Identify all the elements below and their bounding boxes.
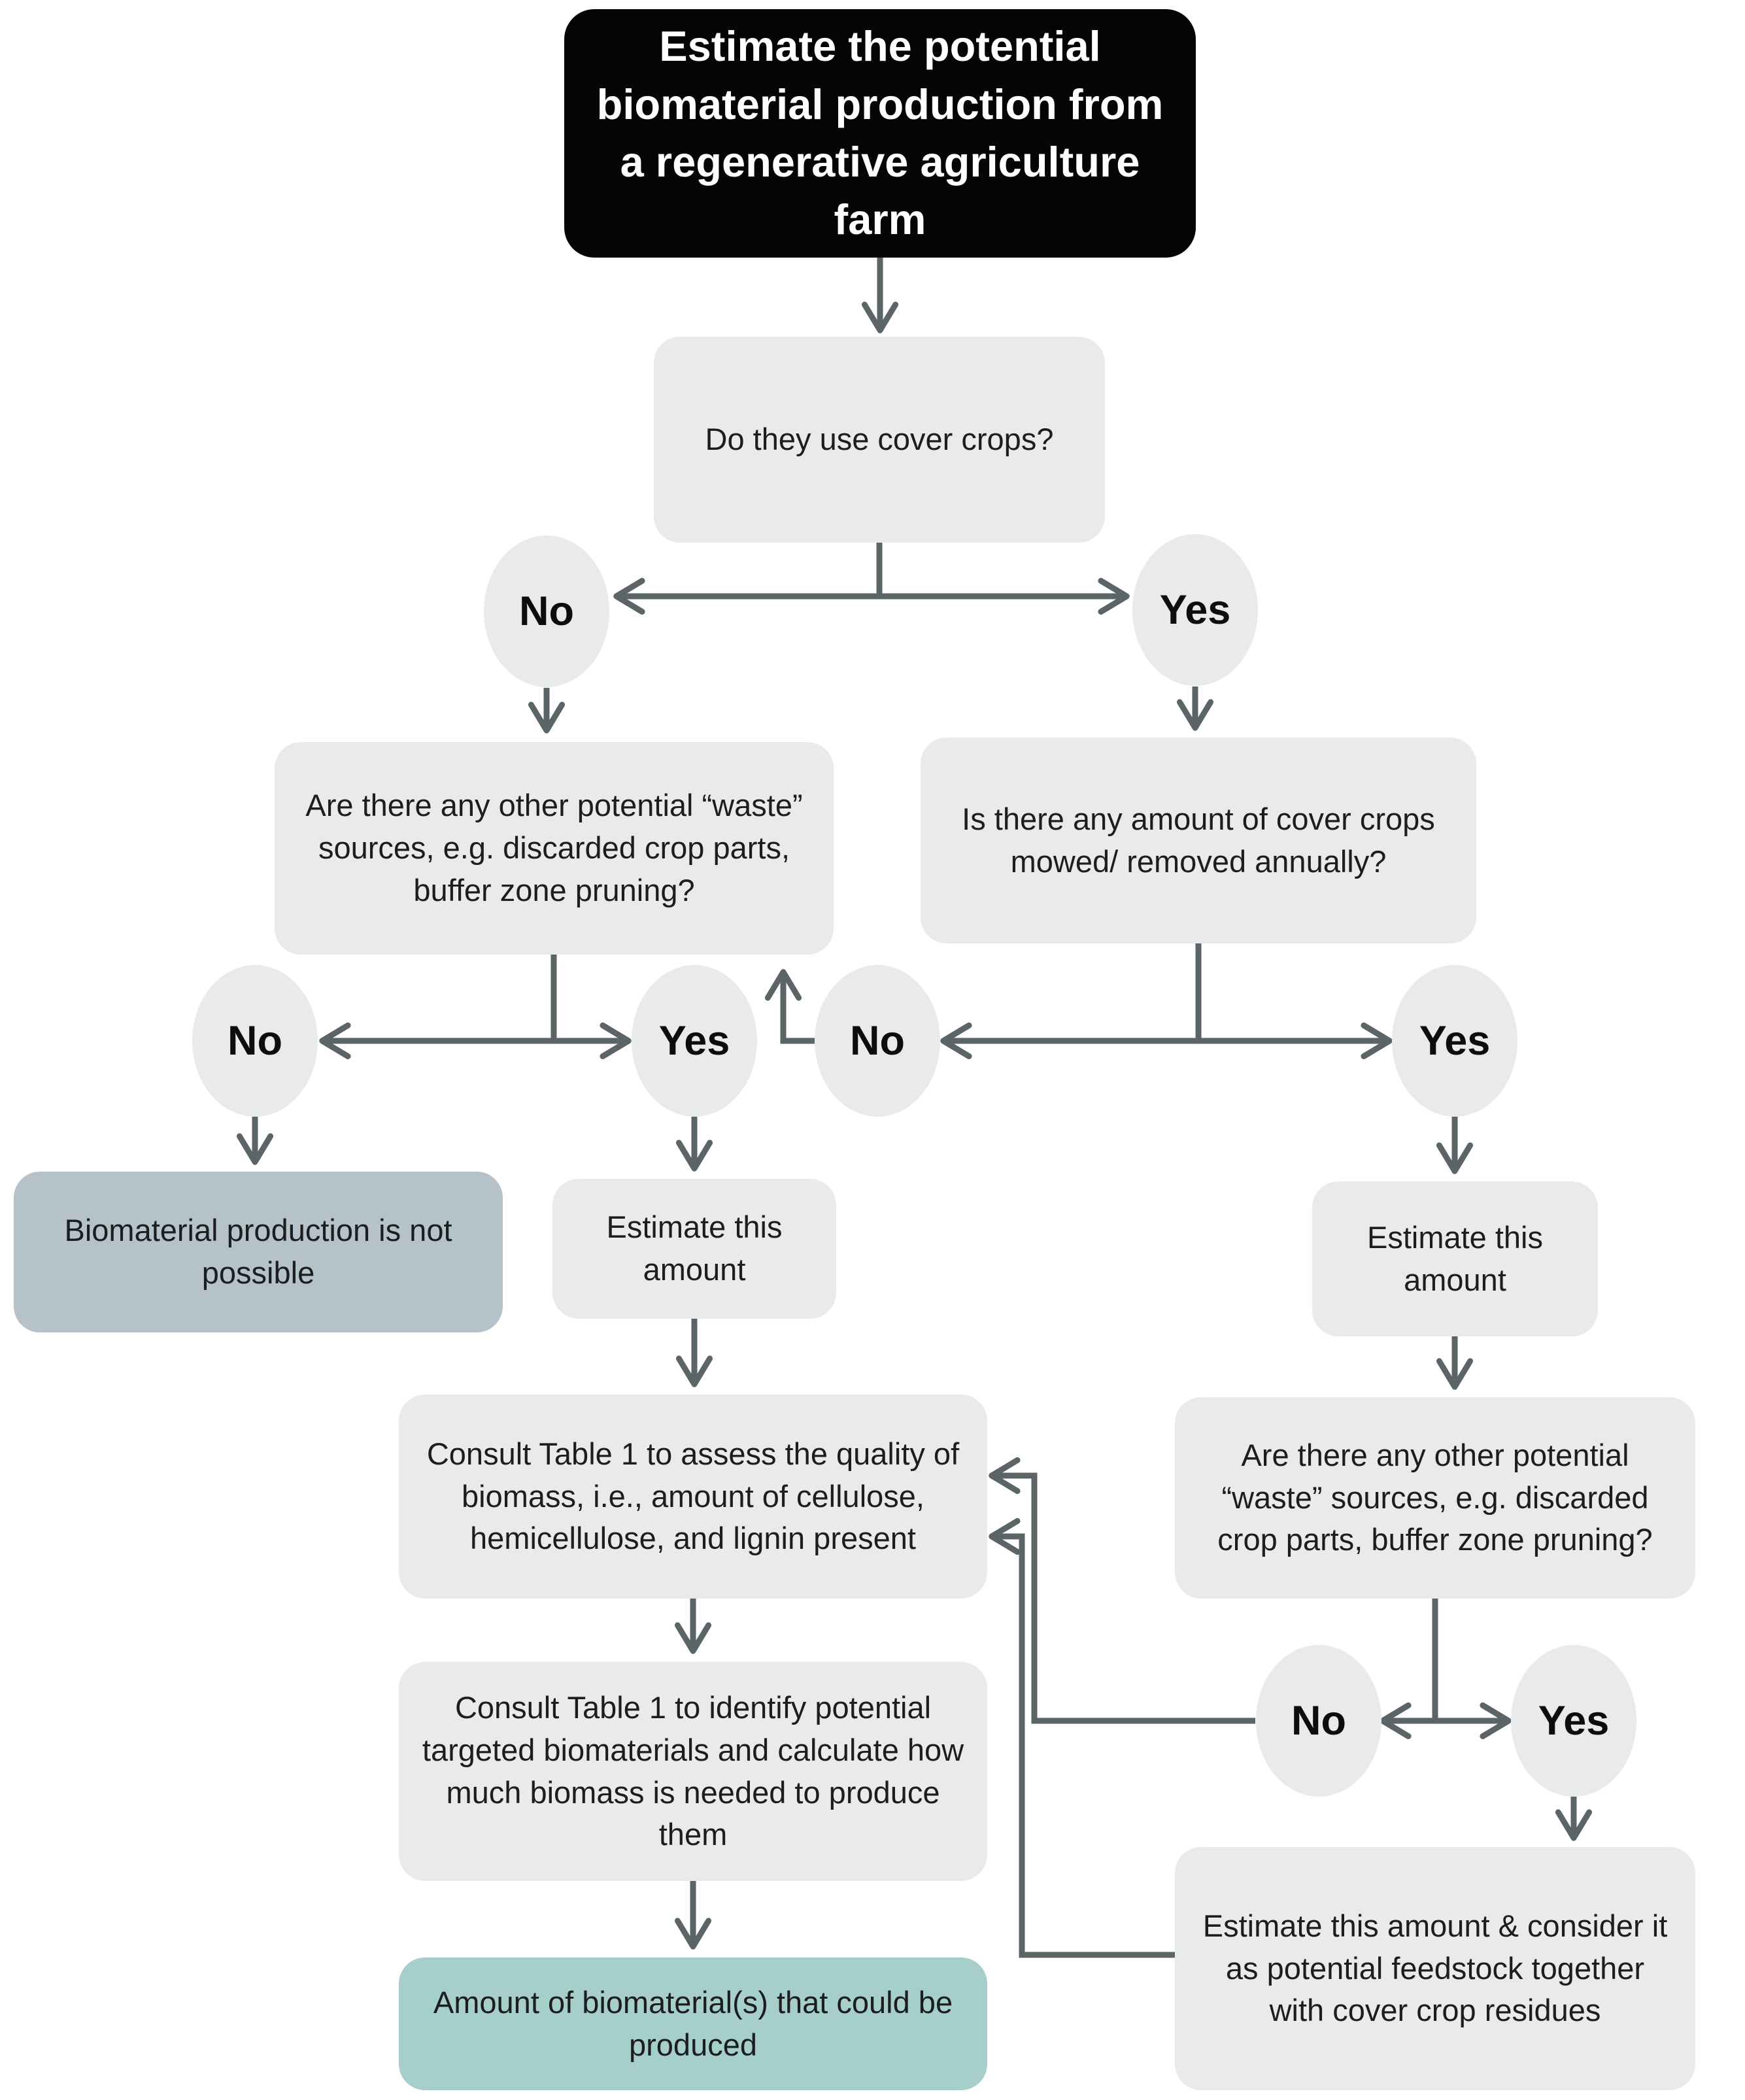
decision-cover-mowed: Is there any amount of cover crops mowed… (921, 737, 1476, 943)
action-estimate-right: Estimate this amount (1312, 1181, 1598, 1336)
action-estimate-left: Estimate this amount (552, 1179, 836, 1319)
answer-no-cover: No (484, 535, 609, 687)
decision-waste-sources-right: Are there any other potential “waste” so… (1175, 1397, 1695, 1599)
decision-cover-crops: Do they use cover crops? (654, 337, 1105, 543)
action-consult-identify: Consult Table 1 to identify potential ta… (399, 1662, 987, 1881)
answer-yes-cover: Yes (1132, 534, 1258, 686)
answer-yes-waste-left: Yes (632, 965, 757, 1117)
answer-no-waste-left: No (192, 965, 318, 1117)
answer-yes-mowed: Yes (1392, 965, 1517, 1117)
action-estimate-feedstock: Estimate this amount & consider it as po… (1175, 1847, 1695, 2090)
answer-no-waste-right: No (1256, 1645, 1381, 1797)
action-consult-assess: Consult Table 1 to assess the quality of… (399, 1395, 987, 1599)
start-node: Estimate the potential biomaterial produ… (564, 9, 1196, 258)
answer-no-mowed: No (815, 965, 940, 1117)
decision-waste-sources-left: Are there any other potential “waste” so… (275, 742, 834, 955)
outcome-not-possible: Biomaterial production is not possible (14, 1172, 503, 1332)
connector-no3-up-to-waste-left (764, 969, 815, 1044)
answer-yes-waste-right: Yes (1511, 1645, 1636, 1797)
outcome-biomaterial-amount: Amount of biomaterial(s) that could be p… (399, 1957, 987, 2090)
connector-feedstock-loop-to-assess (989, 1517, 1175, 1958)
